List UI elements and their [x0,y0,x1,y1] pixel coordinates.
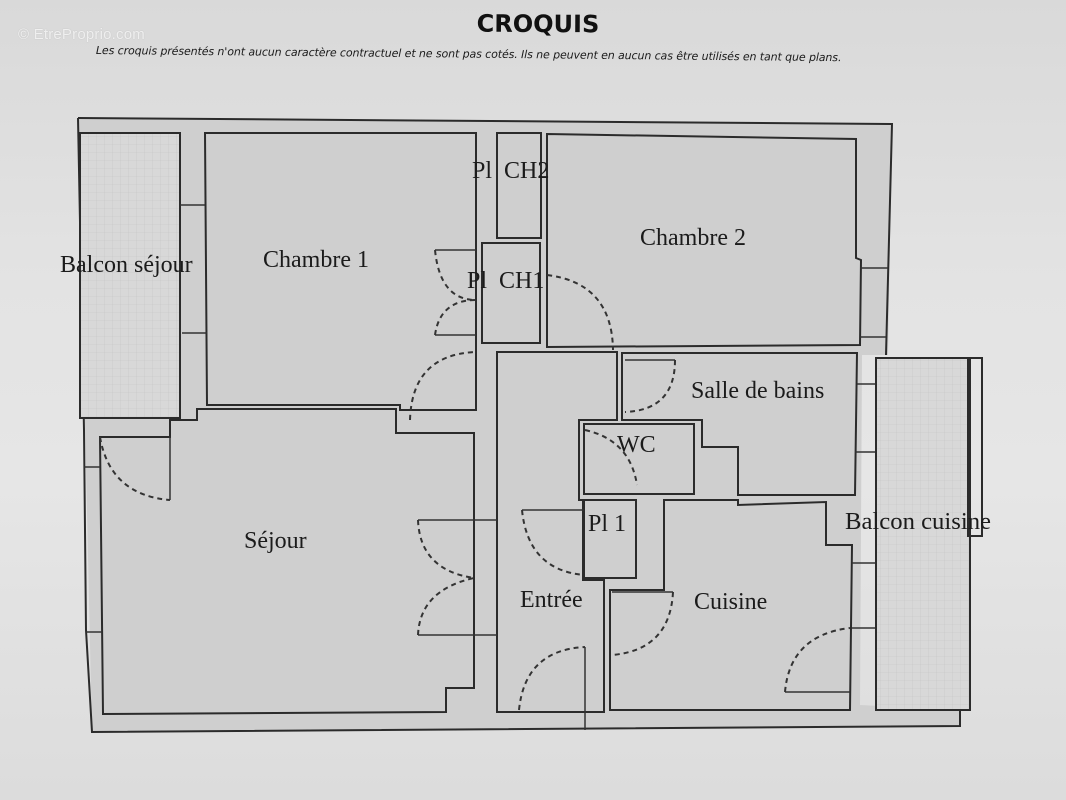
label-pl-ch1: Pl CH1 [467,268,544,294]
outer-walls [77,117,961,734]
label-pl-1: Pl 1 [588,511,626,537]
balcon-sejour [79,132,181,419]
label-balcon-cuisine: Balcon cuisine [845,509,991,535]
label-balcon-sejour: Balcon séjour [60,252,193,278]
label-sejour: Séjour [244,528,307,554]
label-chambre-2: Chambre 2 [640,225,746,251]
closet-pl-ch1 [481,242,541,344]
label-salle-de-bains: Salle de bains [691,378,824,404]
room-cuisine [609,499,875,711]
room-chambre-1 [180,132,477,411]
door-swings [99,249,851,730]
label-wc: WC [617,432,656,458]
label-pl-ch2: Pl CH2 [472,158,549,184]
room-chambre-2 [546,132,888,349]
closet-pl-1 [583,499,637,579]
room-wc [583,423,695,495]
label-entree: Entrée [520,587,583,613]
label-cuisine: Cuisine [694,589,767,615]
balcon-cuisine [875,357,983,711]
closet-pl-ch2 [496,132,542,239]
room-sejour [84,408,475,716]
watermark: © EtreProprio.com [18,26,145,43]
label-chambre-1: Chambre 1 [263,247,369,273]
